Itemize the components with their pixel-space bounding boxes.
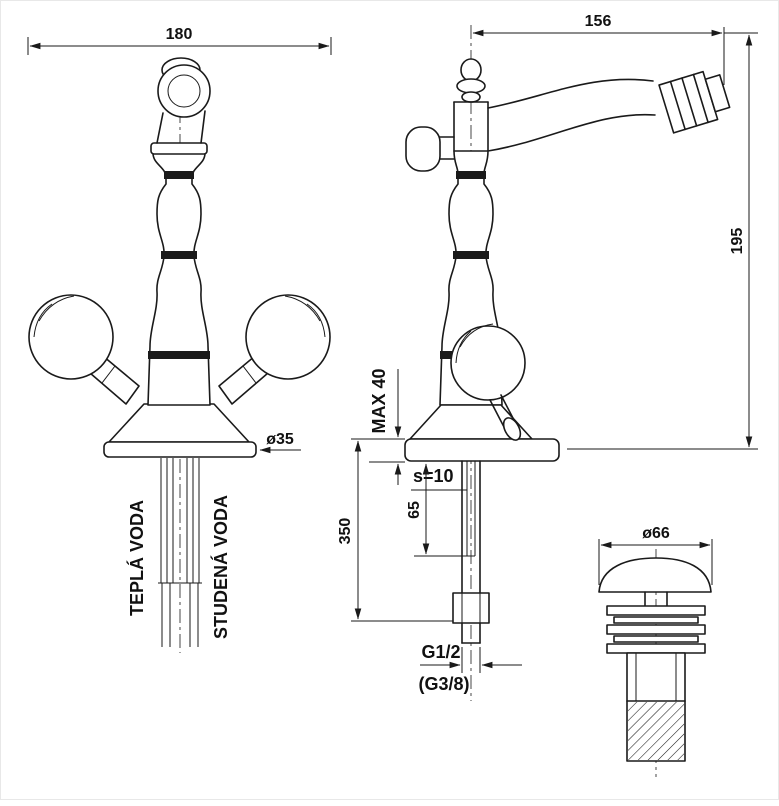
side-finial — [453, 58, 489, 152]
faucet-front — [28, 57, 331, 653]
dim-156-label: 156 — [585, 13, 612, 30]
dim-180: 180 — [27, 26, 332, 55]
drain-cap — [598, 557, 712, 593]
drain-body — [626, 652, 686, 762]
dim-thread: G1/2 (G3/8) — [418, 642, 522, 694]
side-view: 156 195 — [337, 13, 758, 701]
side-band-1 — [456, 171, 486, 179]
side-band-2 — [453, 251, 489, 259]
side-handle — [450, 323, 526, 441]
dim-s10-label: s=10 — [413, 466, 454, 486]
front-shank-hoses — [158, 458, 202, 647]
faucet-side — [404, 58, 731, 644]
aerator — [658, 70, 731, 134]
dim-350-label: 350 — [337, 518, 354, 545]
thread-g12-label: G1/2 — [421, 642, 460, 662]
front-view: 180 — [27, 26, 332, 653]
side-lever — [405, 126, 455, 172]
drain-rings — [606, 605, 706, 654]
dim-o66: ø66 — [598, 525, 713, 585]
front-right-handle — [245, 294, 331, 380]
hot-water-label: TEPLÁ VODA — [126, 500, 147, 616]
front-band-2 — [161, 251, 197, 259]
dim-350: 350 — [337, 440, 453, 622]
dim-o35-label: ø35 — [266, 431, 294, 448]
side-shank — [452, 460, 490, 644]
dim-65: 65 — [406, 463, 467, 557]
spout-top-edge — [487, 78, 654, 109]
dim-195-label: 195 — [729, 228, 746, 255]
drain-valve: ø66 — [598, 525, 713, 777]
dim-flange-diameter: ø35 — [259, 431, 301, 454]
front-collar — [150, 142, 208, 155]
dim-180-label: 180 — [166, 26, 193, 43]
front-spout — [156, 57, 211, 144]
drain-thread-hatch — [628, 702, 684, 760]
side-flange — [404, 438, 560, 462]
dim-195: 195 — [567, 32, 758, 450]
front-left-handle — [28, 294, 114, 380]
dim-s10: s=10 — [411, 466, 467, 491]
shank-nut — [452, 592, 490, 624]
front-flange — [103, 441, 257, 458]
front-band-3 — [148, 351, 210, 359]
cold-water-label: STUDENÁ VODA — [210, 495, 231, 639]
dim-156: 156 — [472, 13, 725, 85]
thread-g38-label: (G3/8) — [418, 674, 469, 694]
dim-max40-label: MAX 40 — [369, 368, 389, 433]
dim-o66-label: ø66 — [642, 525, 670, 542]
front-body — [147, 152, 211, 406]
dim-max-40: MAX 40 — [351, 368, 405, 485]
front-base-cone — [108, 403, 250, 443]
spout-bottom-edge — [487, 113, 656, 152]
front-band-1 — [164, 171, 194, 179]
dim-65-label: 65 — [406, 501, 423, 519]
